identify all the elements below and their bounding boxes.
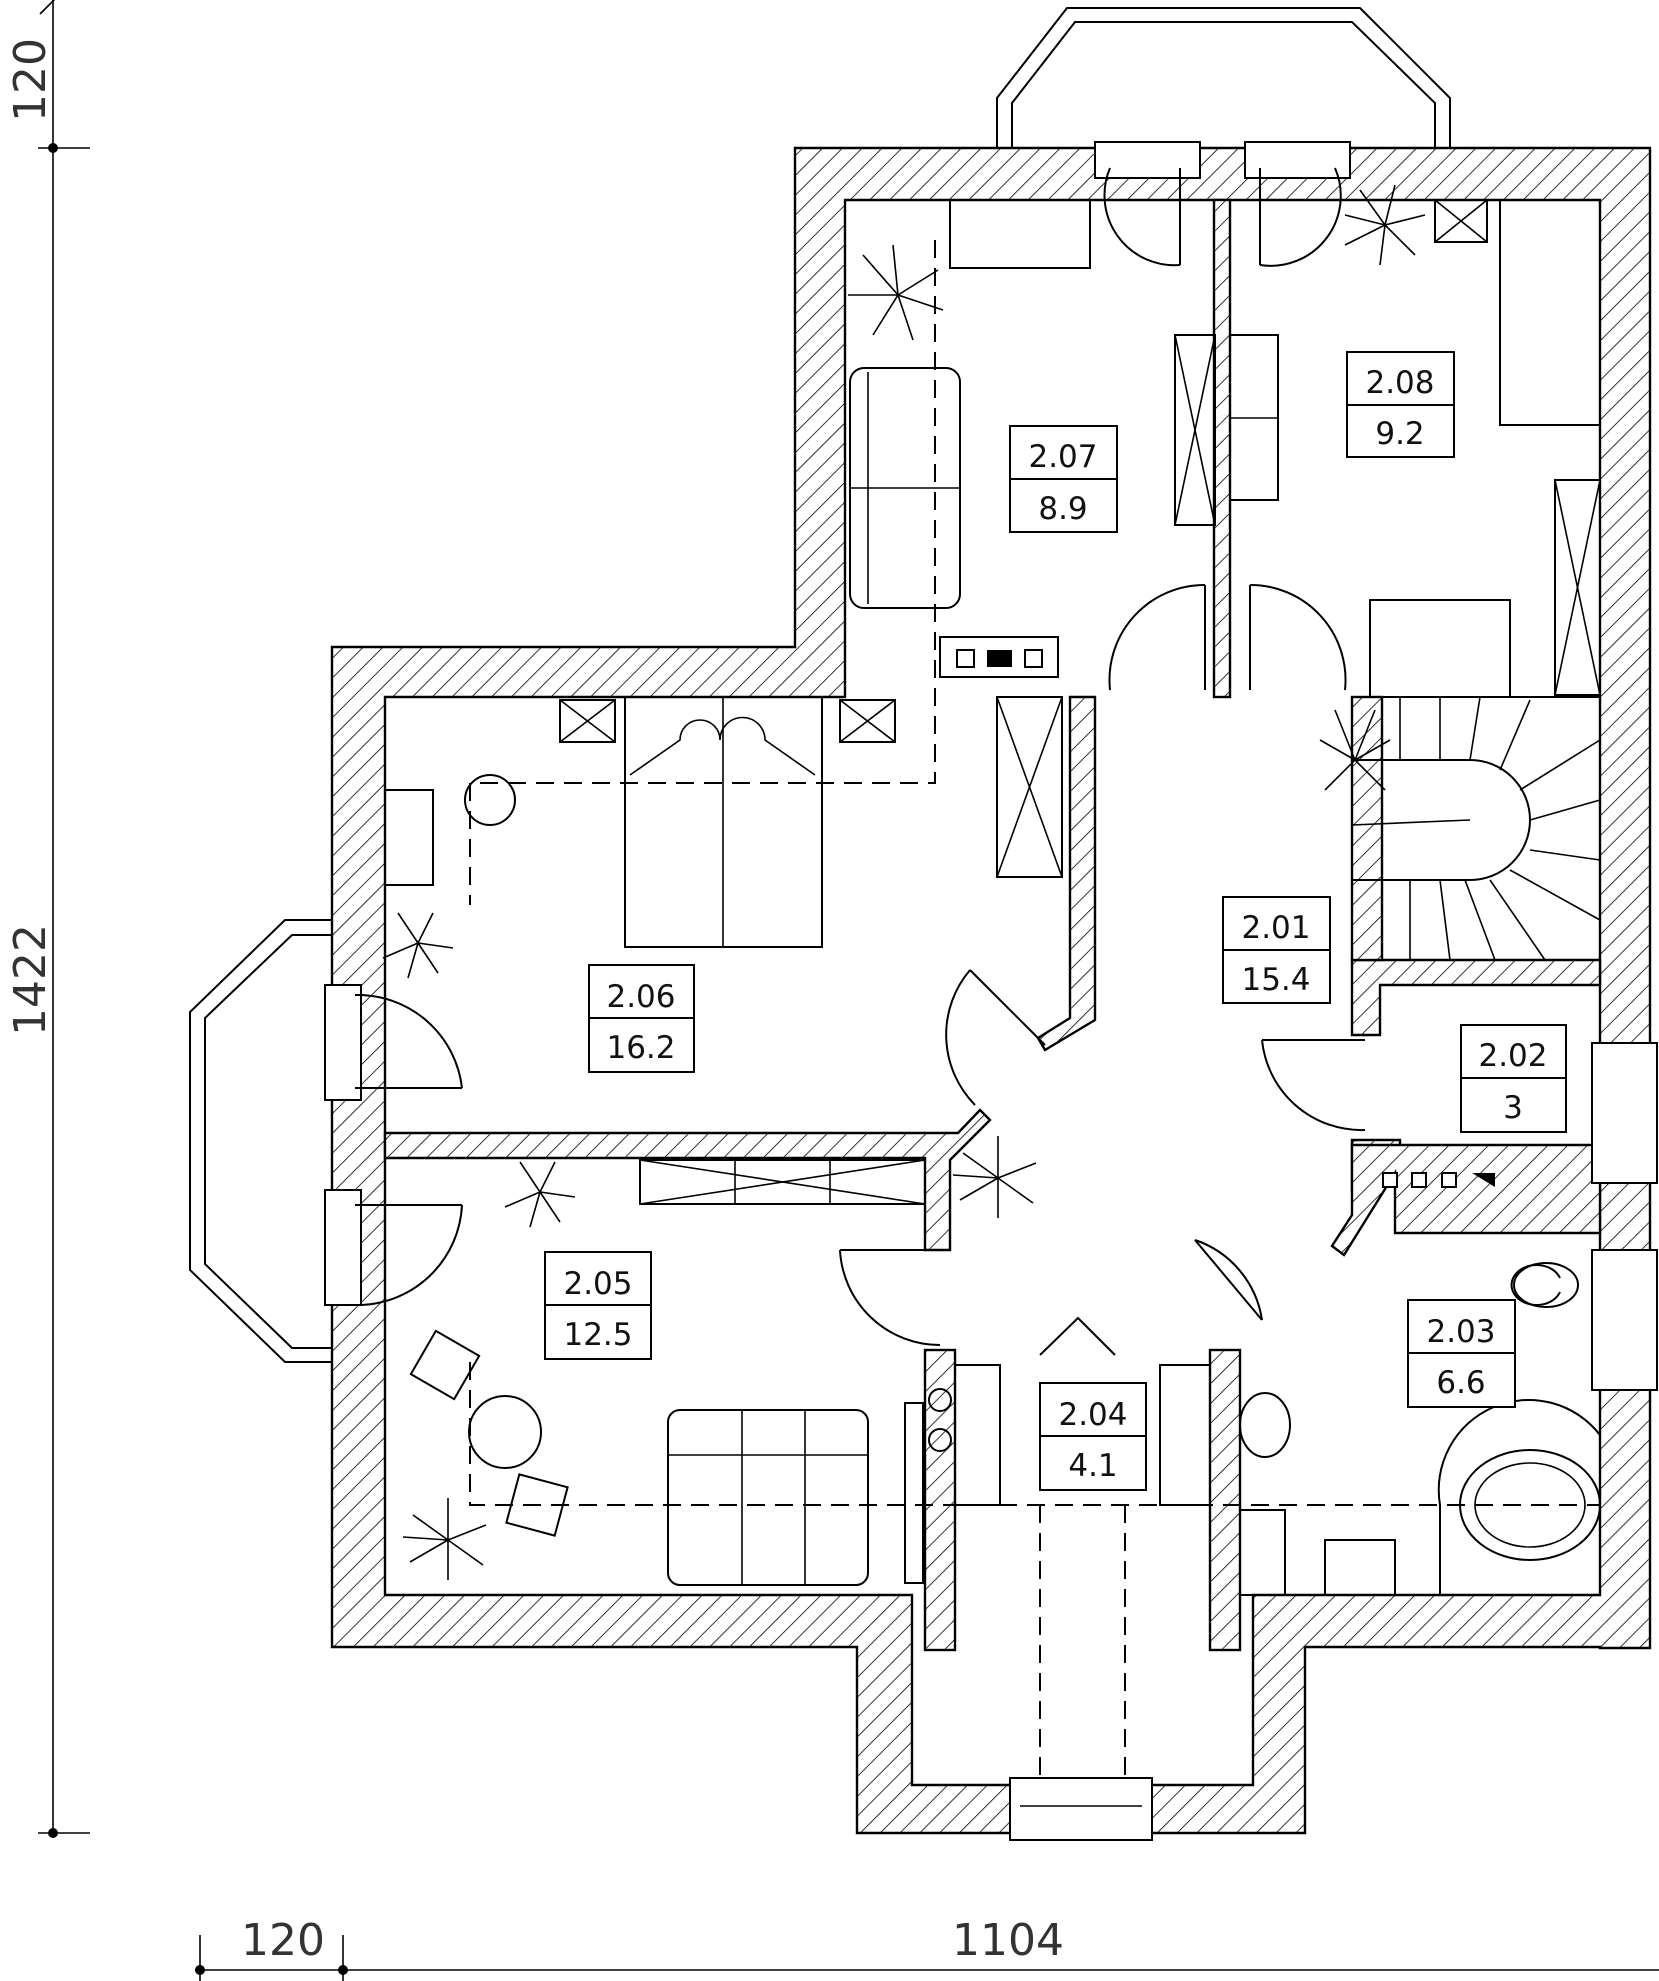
room-area: 8.9 (1038, 491, 1087, 527)
room-label-2-08: 2.08 9.2 (1346, 351, 1455, 458)
room-area: 9.2 (1375, 416, 1424, 452)
vertical-dimension: 120 1422 (5, 0, 90, 1838)
room-number: 2.08 (1365, 365, 1434, 401)
room-number: 2.05 (563, 1266, 632, 1302)
doors (354, 167, 1366, 1356)
roof-outline-dashed (469, 240, 1600, 1785)
room-area: 16.2 (606, 1030, 675, 1066)
top-bay-window (996, 7, 1451, 148)
dimension-left-label: 120 (241, 1915, 325, 1966)
room-label-2-01: 2.01 15.4 (1222, 896, 1331, 1004)
plant-icon (1319, 709, 1391, 791)
room-number: 2.07 (1028, 439, 1097, 475)
horizontal-dimension: 120 1104 (195, 1915, 1659, 1981)
room-label-2-05: 2.05 12.5 (544, 1251, 652, 1360)
dimension-height-label: 1422 (5, 924, 56, 1036)
room-label-2-06: 2.06 16.2 (588, 964, 695, 1073)
left-bay-window (189, 919, 332, 1363)
room-number: 2.06 (606, 979, 675, 1015)
room-area: 15.4 (1241, 962, 1310, 998)
room-label-2-04: 2.04 4.1 (1039, 1382, 1147, 1491)
windows (324, 141, 1658, 1841)
room-number: 2.03 (1426, 1314, 1495, 1350)
room-number: 2.02 (1478, 1038, 1547, 1074)
plant-icon (504, 1161, 576, 1228)
plant-icon (402, 1498, 487, 1580)
room-number: 2.04 (1058, 1397, 1127, 1433)
plant-icon (1344, 184, 1426, 266)
room-label-2-03: 2.03 6.6 (1407, 1299, 1516, 1408)
plant-icon (952, 1136, 1037, 1218)
room-area: 12.5 (563, 1317, 632, 1353)
plant-icon (382, 912, 454, 979)
room-label-2-02: 2.02 3 (1460, 1024, 1567, 1133)
dimension-width-label: 1104 (952, 1915, 1064, 1966)
room-area: 4.1 (1068, 1448, 1117, 1484)
furniture (384, 199, 1601, 1596)
plant-icons (382, 184, 1426, 1580)
plant-icon (848, 244, 944, 341)
room-area: 3 (1503, 1090, 1523, 1126)
room-area: 6.6 (1436, 1365, 1485, 1401)
staircase (1351, 696, 1601, 961)
room-label-2-07: 2.07 8.9 (1009, 425, 1118, 533)
room-number: 2.01 (1241, 910, 1310, 946)
dimension-top-label: 120 (5, 38, 56, 122)
